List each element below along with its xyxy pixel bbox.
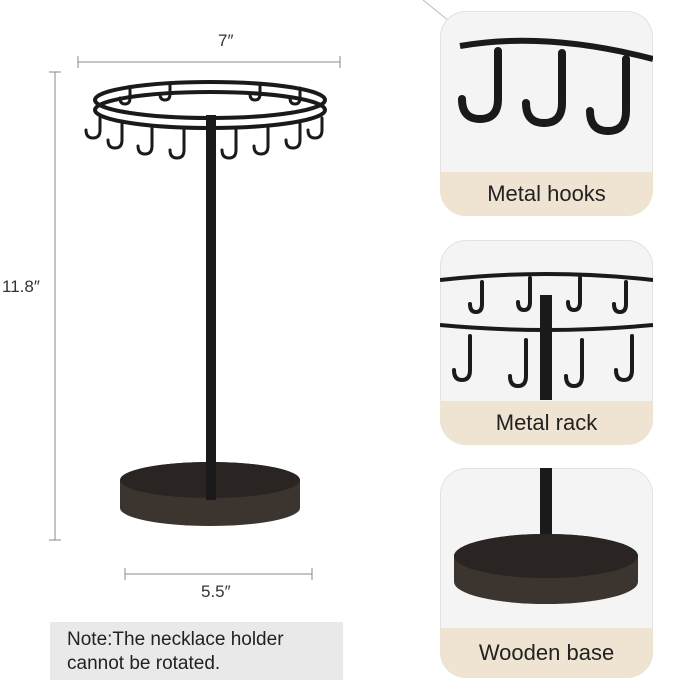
rotation-note-text: Note:The necklace holder cannot be rotat… <box>67 629 284 674</box>
wooden-base-image <box>454 468 638 604</box>
rotation-note: Note:The necklace holder cannot be rotat… <box>50 622 343 680</box>
necklace-holder-image <box>84 80 327 526</box>
metal-hooks-caption: Metal hooks <box>440 172 653 216</box>
detail-card-metal-rack: Metal rack <box>440 240 653 445</box>
width-dimension-label: 7″ <box>218 31 234 50</box>
metal-rack-image <box>440 272 653 400</box>
base-dimension-label: 5.5″ <box>201 582 231 601</box>
height-dimension-label: 11.8″ <box>2 277 40 296</box>
detail-card-metal-hooks: Metal hooks <box>440 11 653 216</box>
metal-hooks-image <box>458 37 653 136</box>
wooden-base-caption: Wooden base <box>440 628 653 678</box>
metal-rack-caption: Metal rack <box>440 401 653 445</box>
detail-card-wooden-base: Wooden base <box>440 468 653 678</box>
